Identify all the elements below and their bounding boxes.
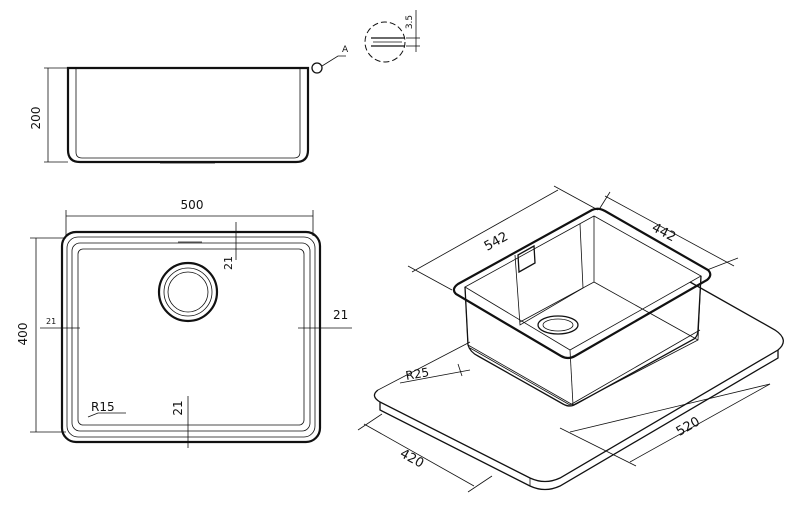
top-view: 500 400 21 21 21 21 R15 (16, 198, 352, 448)
drain-icon (157, 261, 219, 323)
iso-view: 542 442 R25 420 520 (357, 185, 784, 493)
inner-bottom-dim-label: 21 (171, 400, 185, 415)
top-height-label: 400 (16, 323, 30, 346)
sink-width-label: 442 (649, 220, 678, 245)
side-view: 200 A (29, 45, 349, 164)
inner-right-dim-label: 21 (333, 308, 348, 322)
counter-length-label: 520 (674, 414, 703, 439)
corner-radius-label: R15 (91, 400, 115, 414)
detail-thickness-label: 3.5 (405, 15, 415, 29)
sink-length-label: 542 (482, 229, 511, 254)
iso-drain-icon (537, 315, 579, 335)
detail-marker-icon (311, 62, 323, 74)
top-width-label: 500 (181, 198, 204, 212)
counter-depth-label: 420 (397, 446, 426, 471)
counter-radius-label: R25 (404, 365, 430, 383)
side-height-label: 200 (29, 107, 43, 130)
detail-a: 3.5 (364, 10, 420, 63)
inner-top-dim-label: 21 (222, 256, 235, 270)
inner-left-dim-label: 21 (46, 317, 56, 326)
detail-callout-label: A (342, 45, 349, 55)
